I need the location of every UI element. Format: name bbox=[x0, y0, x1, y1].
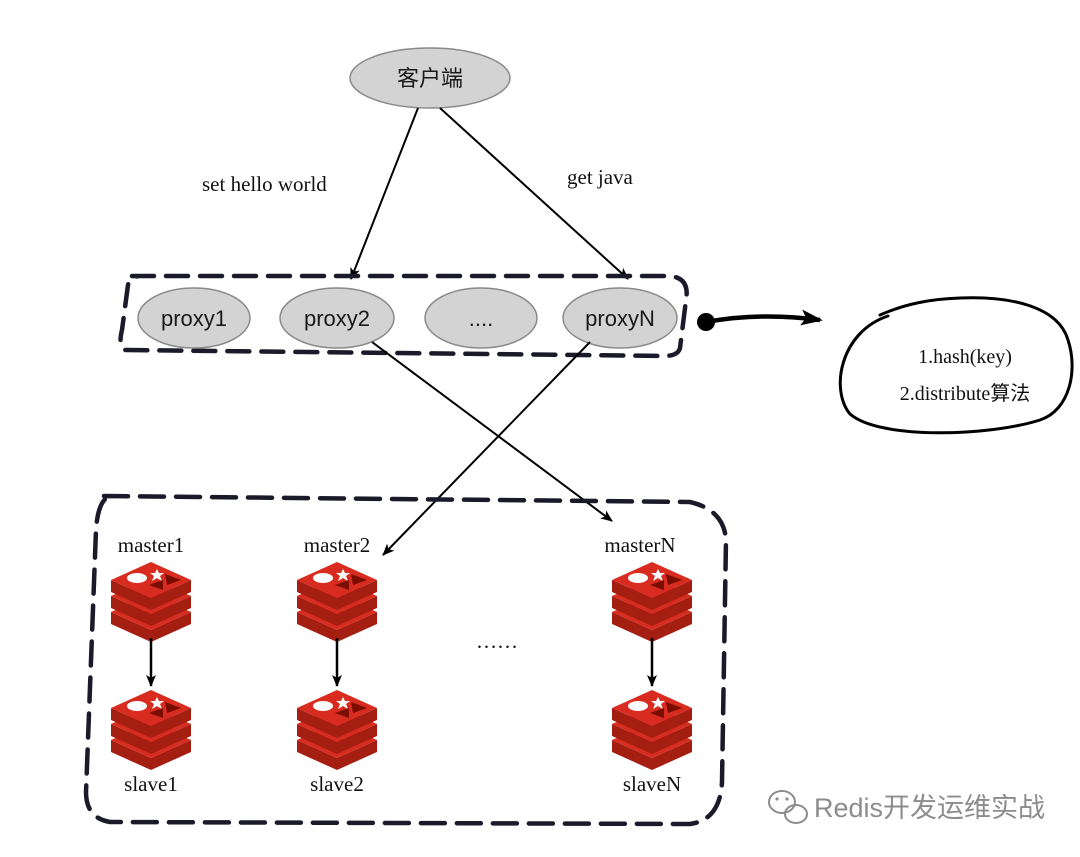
wechat-icon bbox=[768, 790, 808, 824]
master-label: master2 bbox=[304, 533, 370, 557]
redis-logo-icon bbox=[612, 562, 692, 642]
get-request-label: get java bbox=[567, 165, 634, 189]
proxy-label: .... bbox=[469, 306, 493, 331]
master-label: master1 bbox=[118, 533, 184, 557]
client-label: 客户端 bbox=[397, 66, 463, 91]
redis-logo-icon bbox=[612, 690, 692, 770]
note-line-1: 1.hash(key) bbox=[918, 346, 1012, 368]
slave-label: slave2 bbox=[310, 772, 364, 796]
redis-logo-icon bbox=[297, 690, 377, 770]
proxy-node-n: proxyN bbox=[562, 287, 678, 349]
arrow-proxy2-to-masterN bbox=[371, 341, 613, 522]
proxy-label: proxyN bbox=[585, 306, 655, 331]
proxy-node-ellipsis: .... bbox=[424, 287, 538, 349]
proxy-node-2: proxy2 bbox=[279, 287, 395, 349]
slave-label: slave1 bbox=[124, 772, 178, 796]
arrow-client-to-proxyN bbox=[439, 107, 629, 280]
proxy-label: proxy2 bbox=[304, 306, 370, 331]
arrow-to-note bbox=[705, 309, 823, 326]
redis-logo-icon bbox=[111, 562, 191, 642]
arrow-proxyN-to-master2 bbox=[382, 341, 591, 556]
proxy-layer-boundary bbox=[118, 273, 689, 359]
redis-cluster-boundary bbox=[83, 493, 729, 827]
master-label: masterN bbox=[604, 533, 675, 557]
proxy-label: proxy1 bbox=[161, 306, 227, 331]
note-outline bbox=[838, 296, 1074, 435]
arrow-client-to-proxy2 bbox=[350, 107, 419, 280]
watermark: Redis开发运维实战 bbox=[768, 790, 1045, 824]
redis-logo-icon bbox=[111, 690, 191, 770]
redis-logo-icon bbox=[297, 562, 377, 642]
slave-label: slaveN bbox=[623, 772, 681, 796]
client-node: 客户端 bbox=[349, 47, 511, 109]
proxy-node-1: proxy1 bbox=[137, 287, 251, 349]
note-line-2: 2.distribute算法 bbox=[900, 382, 1031, 405]
cluster-ellipsis: …… bbox=[476, 629, 518, 653]
set-request-label: set hello world bbox=[202, 172, 327, 196]
watermark-text: Redis开发运维实战 bbox=[814, 793, 1045, 823]
